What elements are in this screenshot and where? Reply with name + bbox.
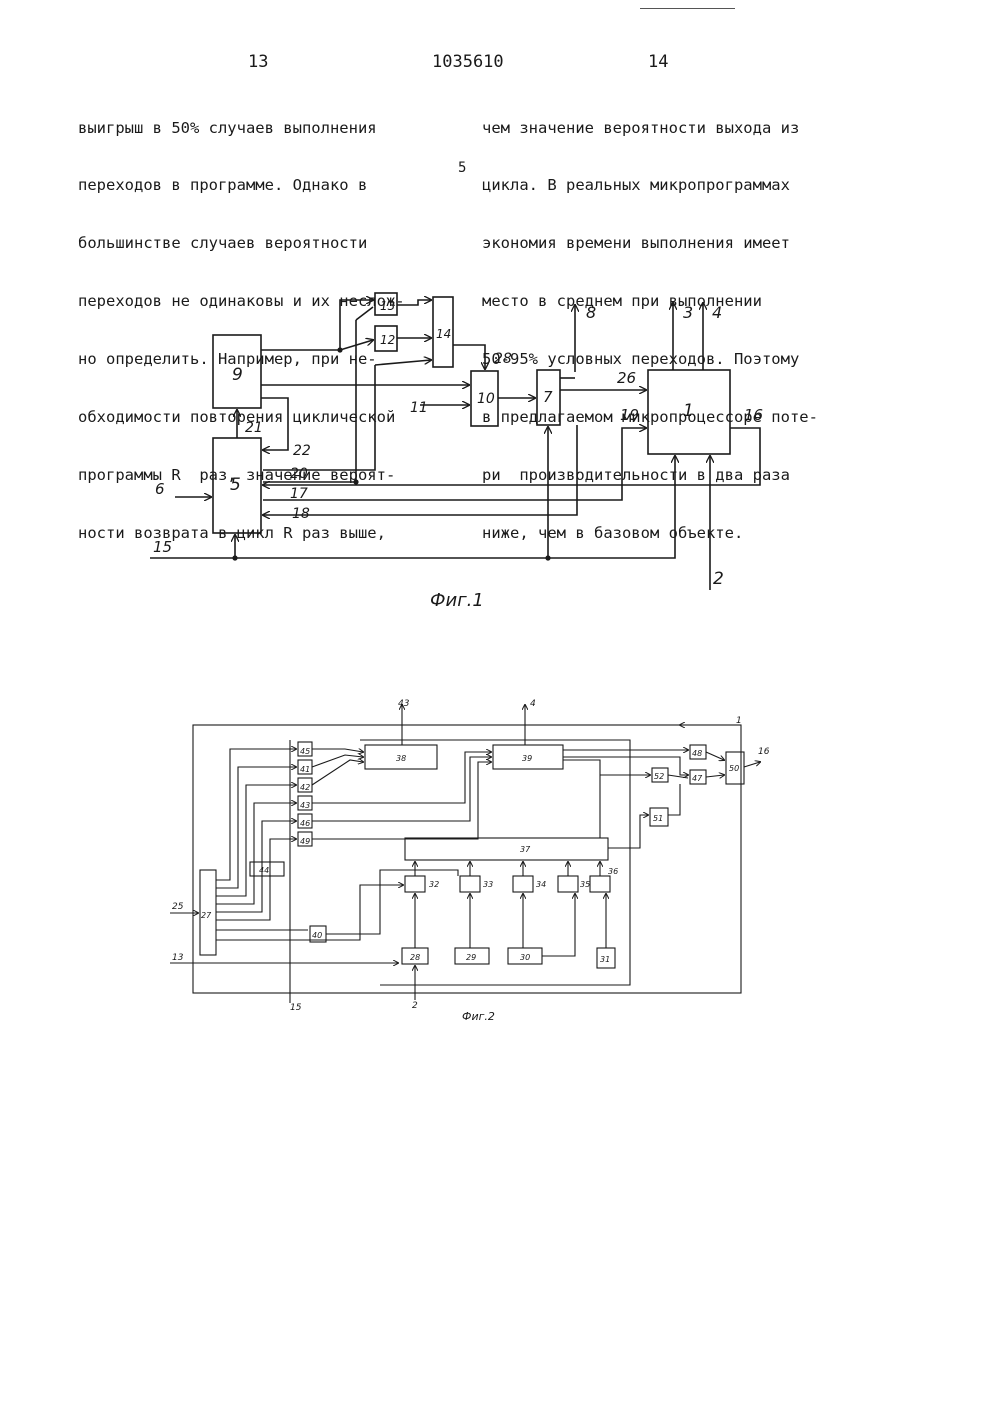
block-27 xyxy=(200,870,216,955)
block-33 xyxy=(460,876,480,892)
block-52 xyxy=(652,768,668,782)
block-48 xyxy=(690,745,706,759)
block-32 xyxy=(405,876,425,892)
block-34 xyxy=(513,876,533,892)
block-43 xyxy=(298,796,312,810)
block-45 xyxy=(298,742,312,756)
block-38 xyxy=(365,745,437,769)
block-31 xyxy=(597,948,615,968)
outer-frame xyxy=(193,725,741,993)
block-51 xyxy=(650,808,668,826)
block-35 xyxy=(558,876,578,892)
block-37 xyxy=(405,838,608,860)
block-47 xyxy=(690,770,706,784)
block-36 xyxy=(590,876,610,892)
block-44 xyxy=(250,862,284,876)
block-30 xyxy=(508,948,542,964)
block-42 xyxy=(298,778,312,792)
block-28 xyxy=(402,948,428,964)
block-39 xyxy=(493,745,563,769)
block-46 xyxy=(298,814,312,828)
block-29 xyxy=(455,948,489,964)
block-49 xyxy=(298,832,312,846)
block-41 xyxy=(298,760,312,774)
